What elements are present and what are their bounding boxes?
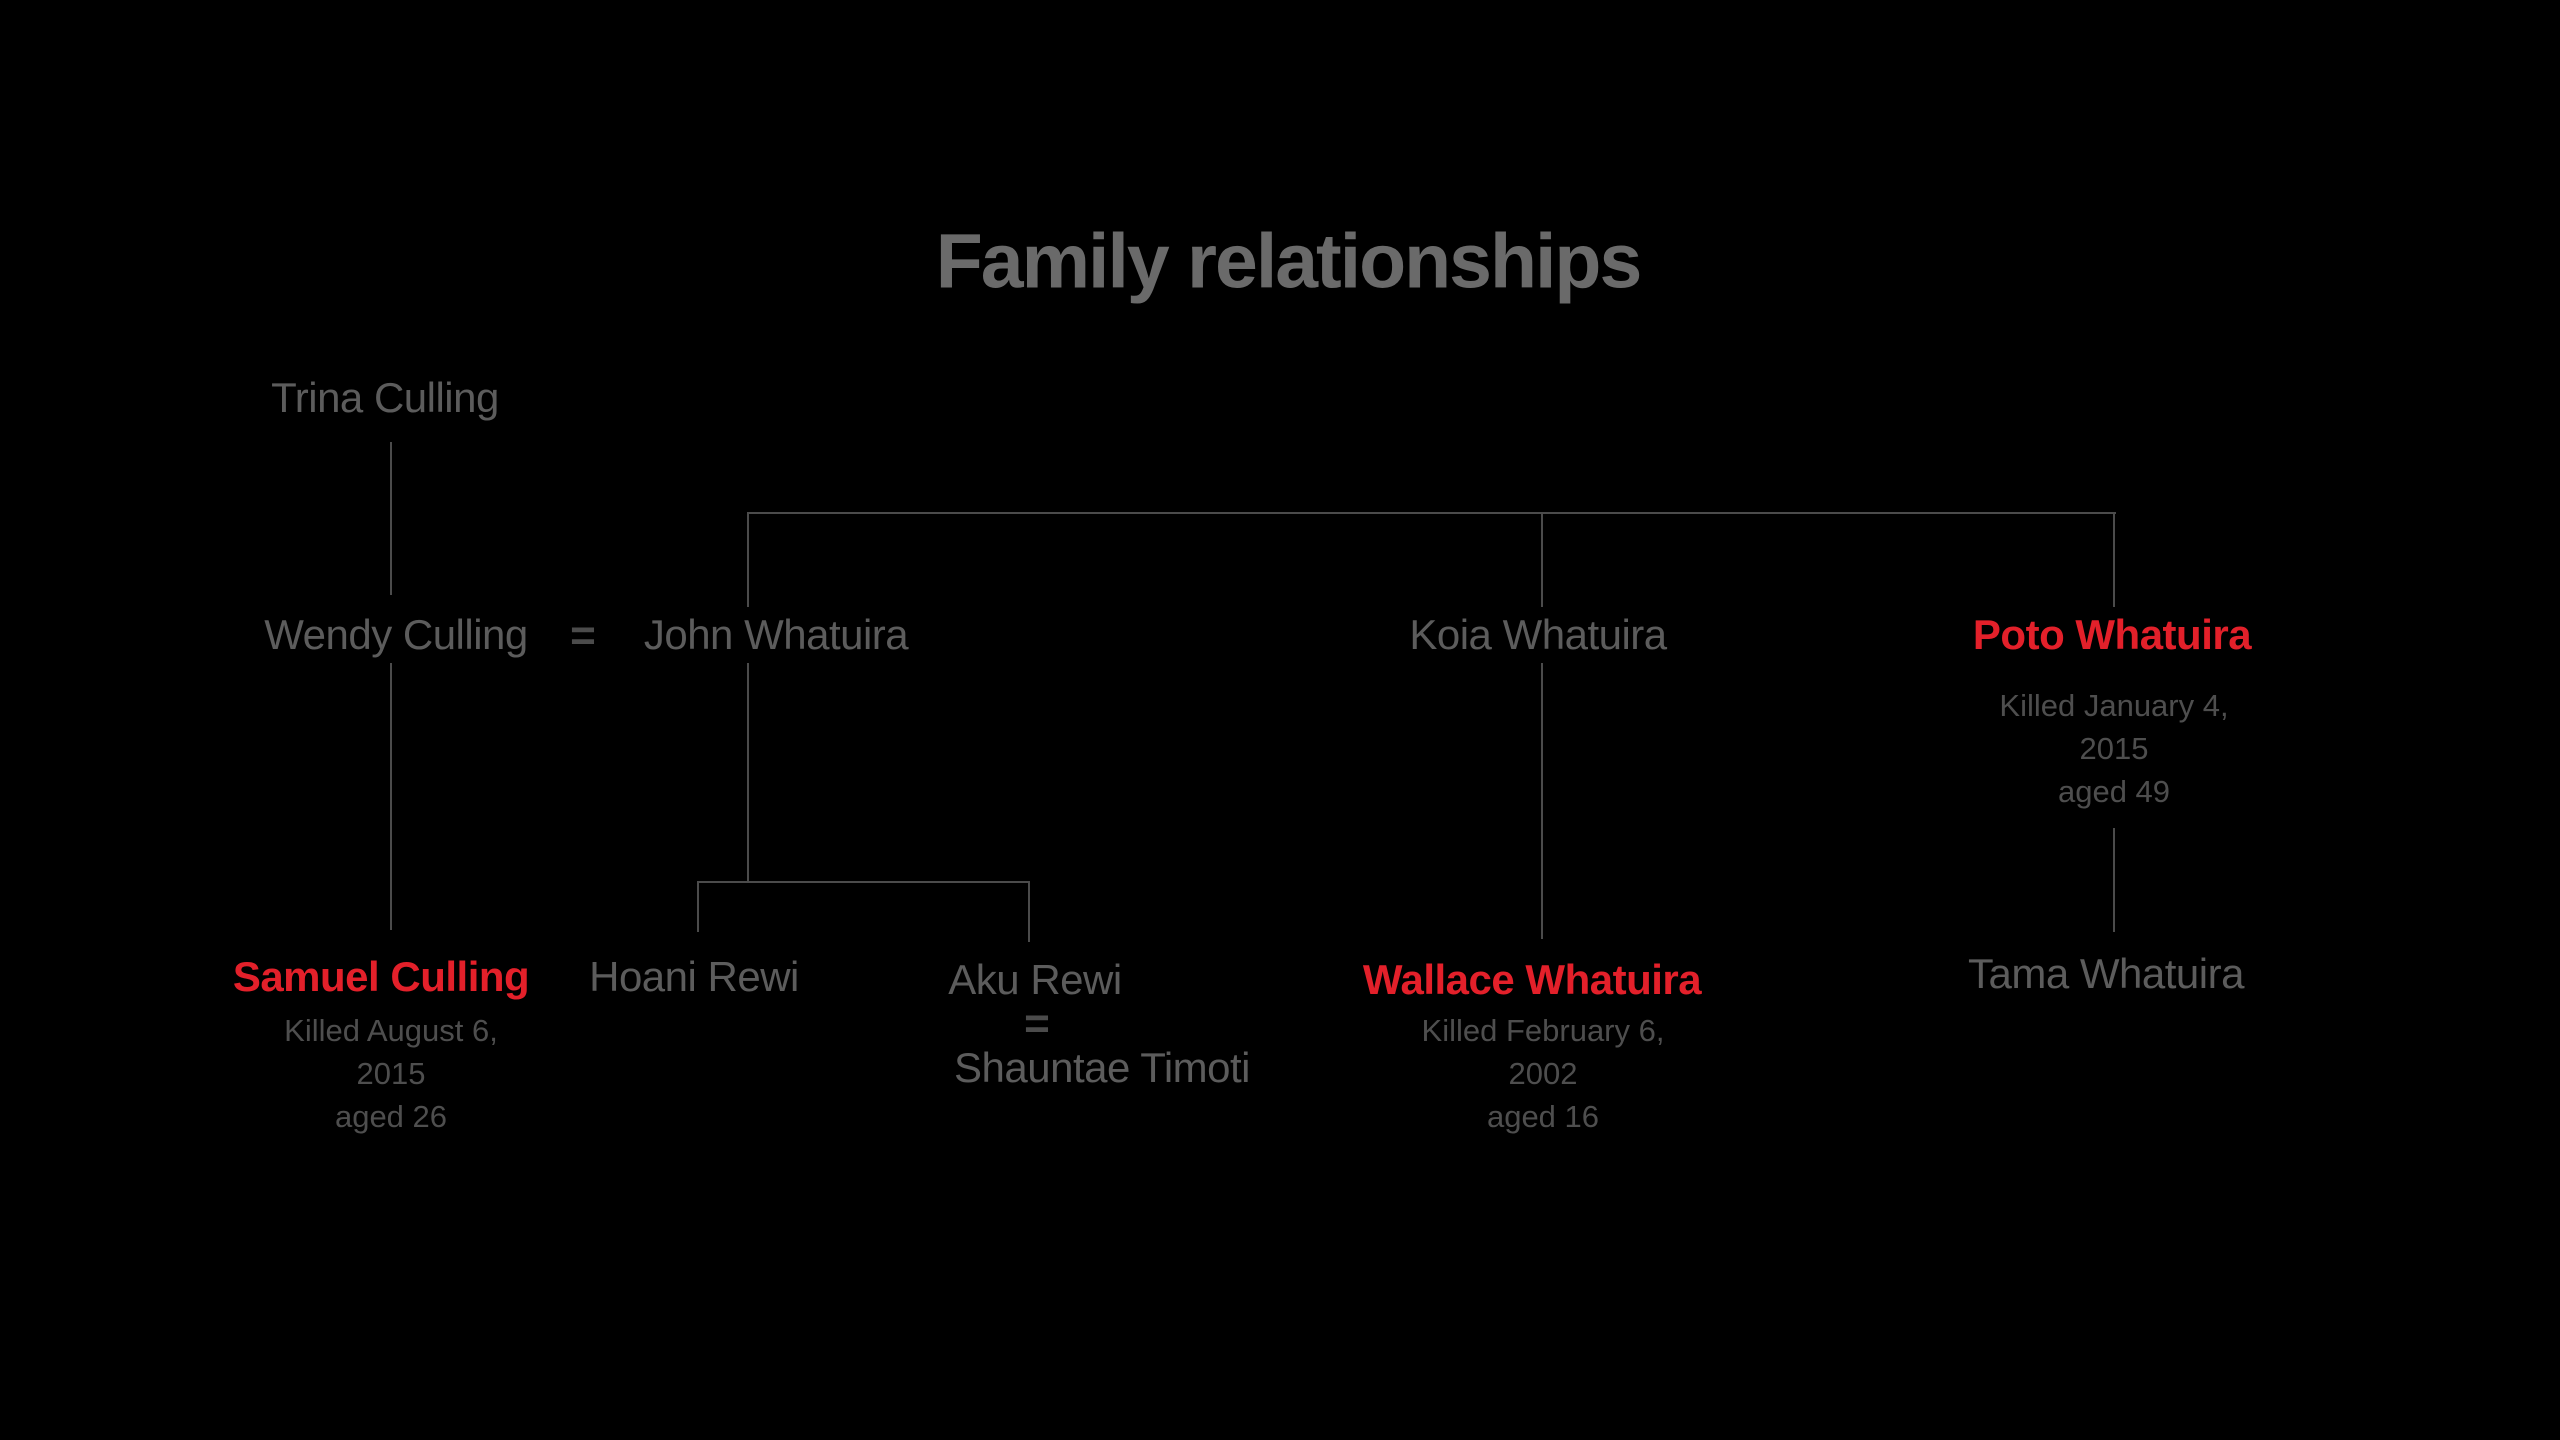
death-note-line: Killed February 6, [1421, 1013, 1665, 1048]
death-note-line: Killed August 6, [284, 1013, 498, 1048]
death-note-poto: Killed January 4, 2015 aged 49 [1999, 684, 2228, 813]
death-note-line: 2015 [2079, 731, 2149, 766]
person-shauntae-timoti: Shauntae Timoti [953, 1044, 1251, 1091]
death-note-wallace: Killed February 6, 2002 aged 16 [1422, 1009, 1665, 1138]
person-aku-rewi: Aku Rewi [948, 956, 1122, 1003]
person-samuel-culling: Samuel Culling [232, 953, 530, 1000]
death-note-line: 2002 [1508, 1056, 1578, 1091]
death-note-line: aged 16 [1486, 1099, 1600, 1134]
line-drop-to-poto [2113, 512, 2115, 607]
marriage-sign-aku-shauntae: = [1024, 999, 1050, 1048]
person-wendy-culling: Wendy Culling [264, 611, 528, 658]
diagram-title: Family relationships [935, 218, 1643, 305]
line-koia-to-wallace [1541, 663, 1543, 939]
line-drop-to-john [747, 512, 749, 607]
line-drop-to-aku [1028, 881, 1030, 942]
death-note-line: aged 49 [2057, 774, 2171, 809]
line-drop-to-koia [1541, 512, 1543, 607]
death-note-samuel: Killed August 6, 2015 aged 26 [284, 1009, 498, 1138]
line-children-bar-john [697, 881, 1030, 883]
line-sibling-bar-top [747, 512, 2116, 514]
person-hoani-rewi: Hoani Rewi [589, 953, 799, 1000]
marriage-sign-wendy-john: = [570, 611, 596, 660]
death-note-line: aged 26 [334, 1099, 448, 1134]
death-note-line: 2015 [356, 1056, 426, 1091]
person-john-whatuira: John Whatuira [643, 611, 909, 658]
death-note-line: Killed January 4, [1999, 688, 2229, 723]
person-koia-whatuira: Koia Whatuira [1409, 611, 1667, 658]
line-john-to-children-bar [747, 663, 749, 882]
person-poto-whatuira: Poto Whatuira [1972, 611, 2252, 658]
person-trina-culling: Trina Culling [271, 374, 499, 421]
line-trina-to-wendy [390, 442, 392, 595]
line-drop-to-hoani [697, 881, 699, 932]
line-wendy-to-samuel [390, 663, 392, 930]
line-poto-to-tama [2113, 828, 2115, 932]
person-wallace-whatuira: Wallace Whatuira [1362, 956, 1702, 1003]
person-tama-whatuira: Tama Whatuira [1968, 950, 2244, 997]
